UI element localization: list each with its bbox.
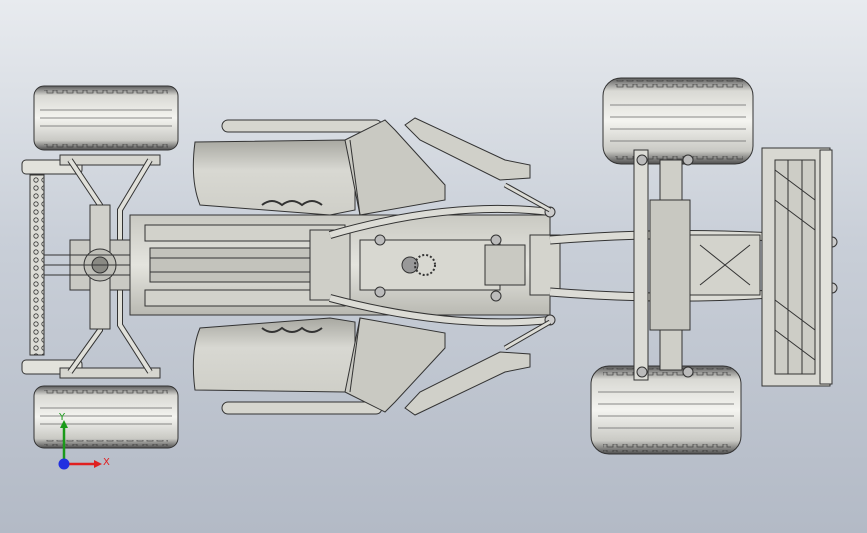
front-wing[interactable] <box>761 147 833 387</box>
rear-left-tire[interactable] <box>33 85 179 151</box>
front-left-tire[interactable] <box>602 77 754 165</box>
x-axis-label: X <box>103 457 110 468</box>
front-right-tire[interactable] <box>590 365 742 455</box>
rear-right-tire[interactable] <box>33 385 179 449</box>
y-axis-label: Y <box>59 412 66 423</box>
rear-frame[interactable] <box>21 154 190 379</box>
coordinate-triad <box>58 420 102 470</box>
left-side-wing[interactable] <box>404 117 552 213</box>
right-sidepod[interactable] <box>192 317 446 415</box>
left-sidepod[interactable] <box>192 119 446 216</box>
right-side-wing[interactable] <box>404 319 552 416</box>
z-axis-origin <box>58 458 70 470</box>
front-suspension[interactable] <box>633 149 761 381</box>
